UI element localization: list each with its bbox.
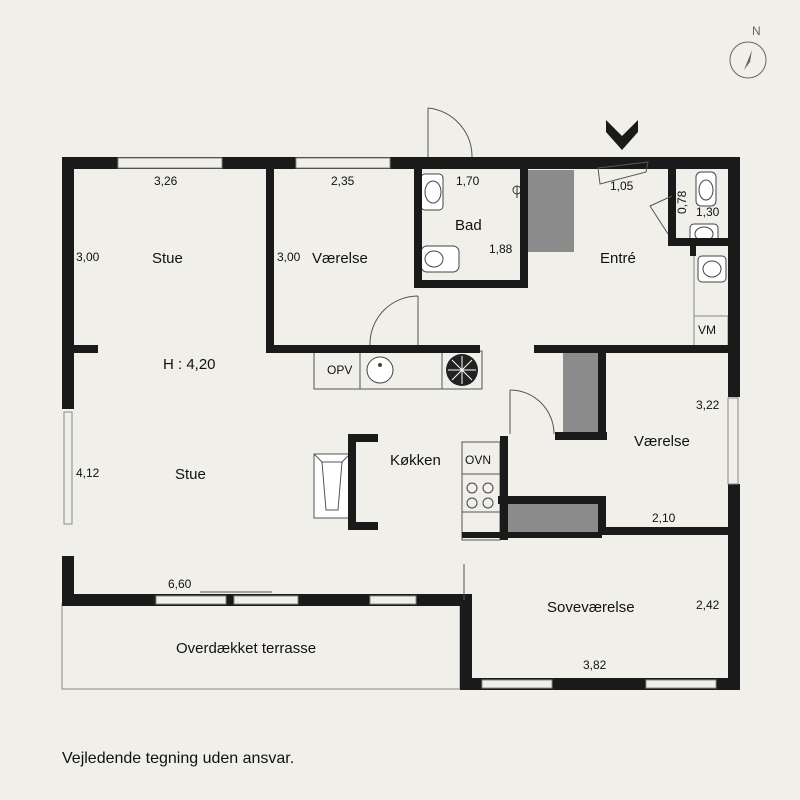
label-vm: VM [698,323,716,337]
dim-stue-depth: 3,00 [76,250,100,264]
shower-icon [512,185,522,198]
room-vaerelse-e: Værelse [634,433,690,450]
dim-bad-depth: 1,88 [489,242,513,256]
bad-fixtures [420,173,460,273]
room-stue-lower: Stue [175,466,206,483]
compass-north-label: N [752,24,761,38]
room-stue-upper: Stue [152,250,183,267]
dim-sove-depth: 2,42 [696,598,720,612]
room-terrasse: Overdækket terrasse [176,640,317,657]
dim-sove-width: 3,82 [583,658,607,672]
wardrobe-entre [528,170,574,252]
ceiling-height: H : 4,20 [163,356,216,373]
windows [63,157,739,689]
dim-stue-width: 3,26 [154,174,178,188]
room-entre: Entré [600,250,636,267]
dim-vaerelse-width: 2,35 [331,174,355,188]
room-bad: Bad [455,217,482,234]
dim-stue-lower-depth: 4,12 [76,466,100,480]
room-koekken: Køkken [390,452,441,469]
wc-fixtures [689,171,727,283]
hob-icon [466,482,494,509]
dim-entre-width: 1,05 [610,179,634,193]
sink-icon [366,356,394,384]
dim-wc-width: 1,30 [696,205,720,219]
dim-stue-lower-width: 6,60 [168,577,192,591]
compass-icon [729,41,767,79]
dim-bad-width: 1,70 [456,174,480,188]
disclaimer: Vejledende tegning uden ansvar. [62,750,295,767]
wardrobe-vaerelse [563,352,599,436]
fireplace-icon [313,453,351,519]
room-sovevaerelse: Soveværelse [547,599,635,616]
label-opv: OPV [327,363,353,377]
walls [62,120,740,690]
label-ovn: OVN [465,453,492,467]
doors [200,107,673,600]
dim-vaerelse-e-depth: 3,22 [696,398,720,412]
dim-wc-depth: 0,78 [675,190,689,214]
wardrobe-sove [504,500,598,534]
room-vaerelse-nw: Værelse [312,250,368,267]
dim-vaerelse-e-width: 2,10 [652,511,676,525]
dim-vaerelse-depth: 3,00 [277,250,301,264]
